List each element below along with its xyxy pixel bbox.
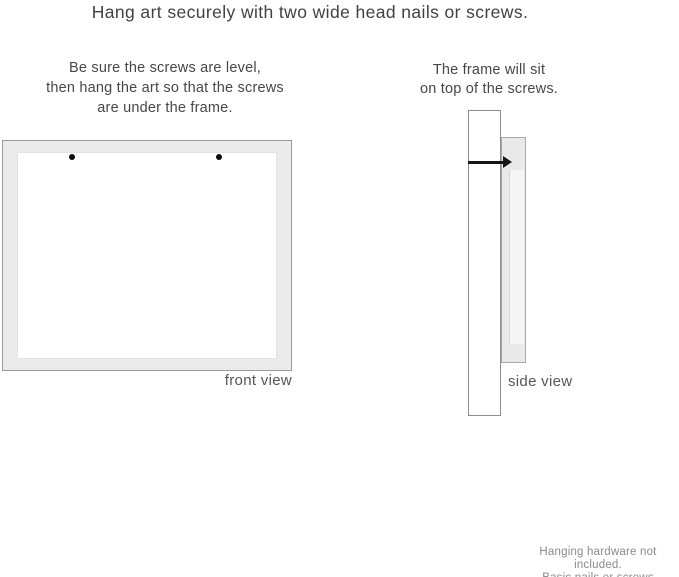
instruction-line: The frame will sit: [432, 62, 546, 78]
instruction-line: then hang the art so that the screws: [46, 80, 284, 96]
front-view-instruction: Be sure the screws are level, then hang …: [15, 58, 315, 118]
nail-head-icon: [503, 156, 512, 168]
screw-dot-icon: [69, 154, 75, 160]
nail-icon: [468, 161, 505, 164]
instruction-line: Be sure the screws are level,: [69, 60, 261, 76]
side-view-instruction: The frame will sit on top of the screws.: [389, 61, 589, 99]
screw-dot-icon: [216, 154, 222, 160]
instruction-line: are under the frame.: [97, 100, 233, 116]
page-title: Hang art securely with two wide head nai…: [91, 2, 529, 22]
footnote: Hanging hardware not included. Basic nai…: [518, 546, 678, 577]
instruction-line: on top of the screws.: [420, 81, 558, 97]
footnote-line: Hanging hardware not included.: [539, 546, 657, 571]
side-view-label: side view: [508, 373, 573, 390]
artwork-area: [17, 152, 277, 359]
wall-side-diagram: [468, 110, 501, 416]
front-view-label: front view: [224, 372, 292, 389]
frame-side-diagram: [501, 137, 526, 363]
footnote-line: Basic nails or screws required,: [518, 572, 678, 577]
frame-front-diagram: [2, 140, 292, 371]
frame-side-inner: [509, 170, 524, 344]
